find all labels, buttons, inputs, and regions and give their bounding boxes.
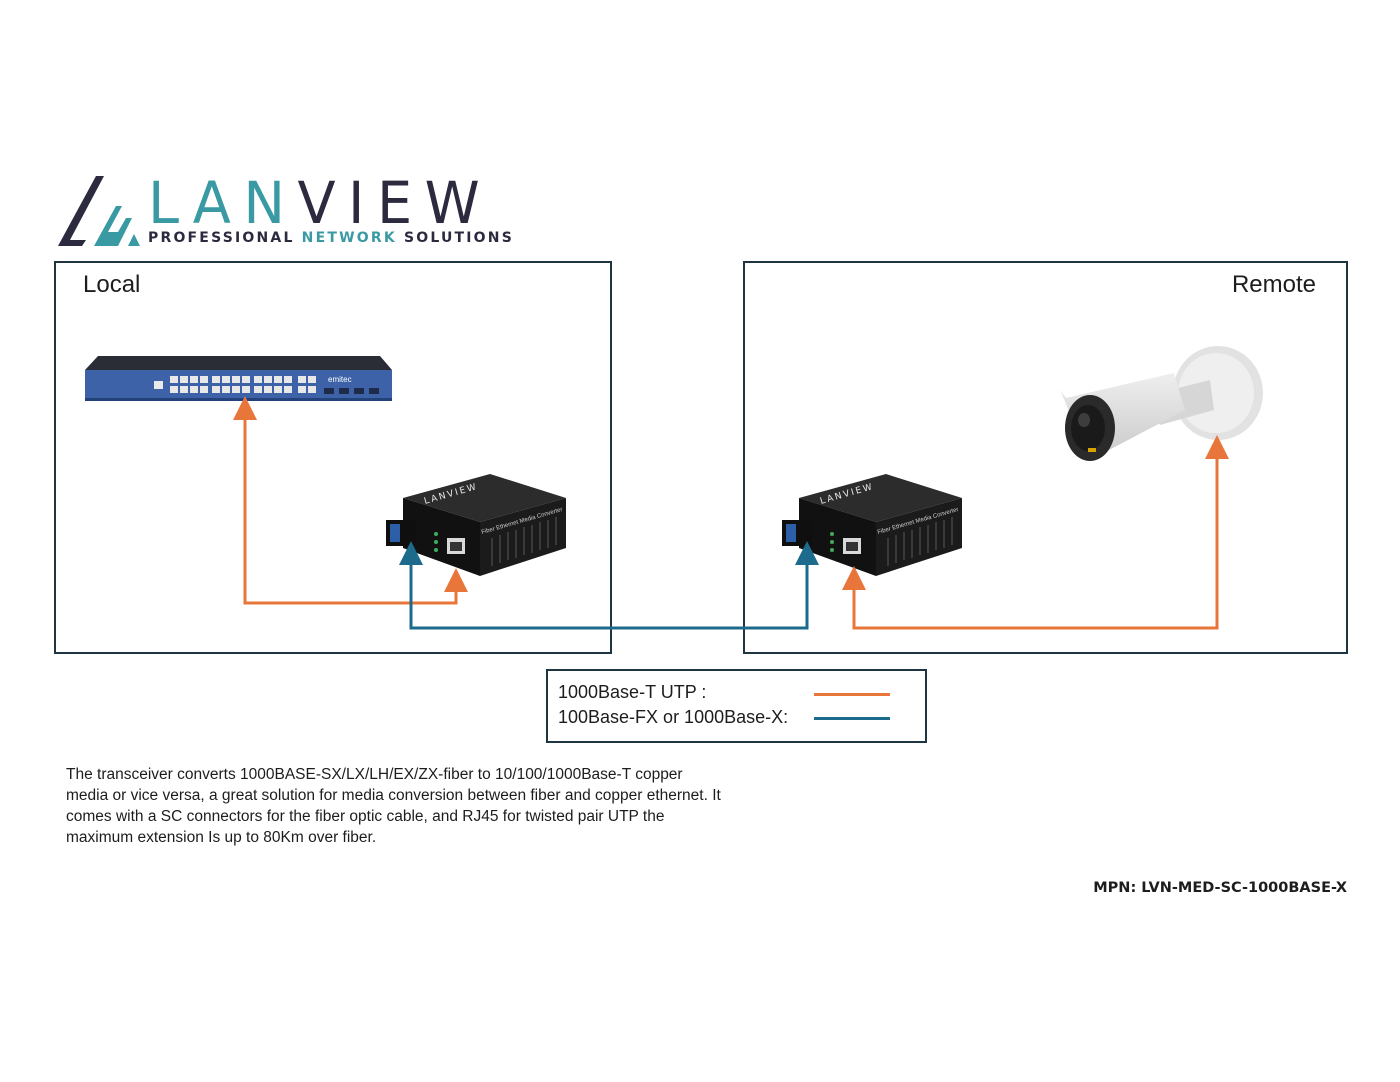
remote-media-converter: LANVIEW Fiber Ethernet Media Converter (782, 474, 962, 576)
switch-ports (170, 376, 316, 393)
legend-utp-label: 1000Base-T UTP : (558, 682, 707, 702)
logo-word-view: VIEW (297, 169, 493, 237)
legend-fiber-label: 100Base-FX or 1000Base-X: (558, 707, 789, 727)
lanview-logo-mark (58, 176, 140, 246)
lanview-logo: LANVIEW PROFESSIONAL NETWORK SOLUTIONS (56, 170, 516, 250)
local-site-box: Local (54, 261, 612, 654)
legend-utp-line (814, 693, 890, 696)
network-switch: emitec (85, 356, 392, 401)
switch-brand: emitec (328, 375, 352, 384)
logo-wordmark: LANVIEW (148, 172, 492, 234)
tagline-word-3: SOLUTIONS (403, 230, 514, 246)
remote-site-box: Remote (743, 261, 1348, 654)
legend-fiber-line (814, 717, 890, 720)
tagline-word-1: PROFESSIONAL (148, 230, 295, 246)
ip-camera (1060, 346, 1263, 461)
local-media-converter: LANVIEW Fiber Ethernet Media Converter (386, 474, 566, 576)
remote-title: Remote (1231, 271, 1316, 298)
mpn-label: MPN: LVN-MED-SC-1000BASE-X (1093, 880, 1347, 896)
logo-word-lan: LAN (148, 169, 298, 237)
tagline-word-2: NETWORK (301, 230, 397, 246)
local-title: Local (83, 271, 141, 298)
legend: 1000Base-T UTP : 100Base-FX or 1000Base-… (546, 669, 927, 743)
product-description: The transceiver converts 1000BASE-SX/LX/… (66, 766, 721, 846)
logo-tagline: PROFESSIONAL NETWORK SOLUTIONS (148, 230, 514, 246)
